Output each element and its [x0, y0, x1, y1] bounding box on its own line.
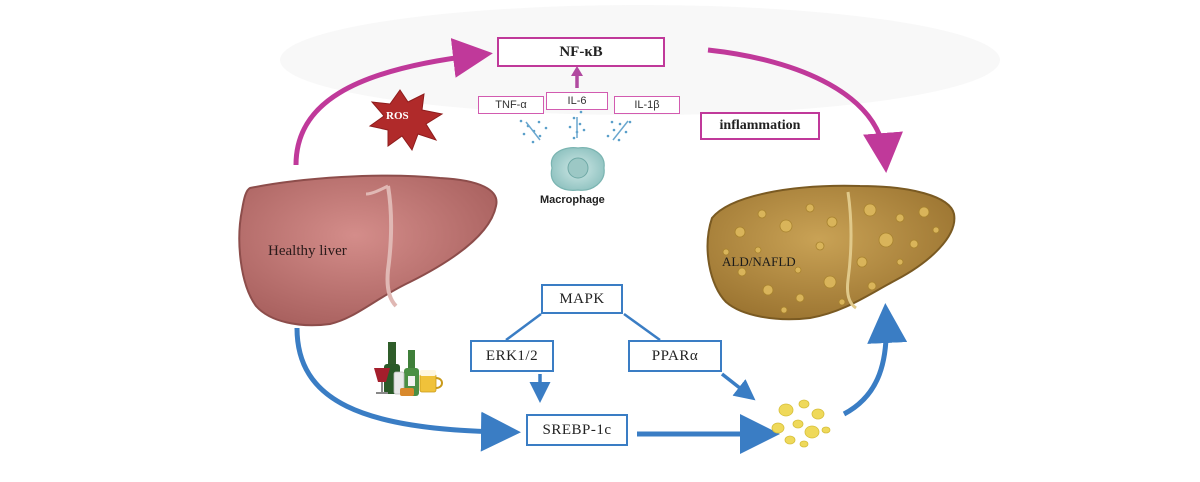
ros-star — [368, 89, 444, 152]
inflammation-box: inflammation — [700, 112, 820, 140]
ppar-alpha-box: PPARα — [628, 340, 722, 372]
srebp-box: SREBP-1c — [526, 414, 628, 446]
il1b-label: IL-1β — [634, 99, 660, 111]
il6-box: IL-6 — [546, 92, 608, 110]
mapk-box: MAPK — [541, 284, 623, 314]
macrophage-label: Macrophage — [540, 194, 605, 206]
arrow-ppar-fat — [720, 372, 756, 401]
fatty-liver-icon — [706, 184, 956, 321]
srebp-label: SREBP-1c — [542, 421, 612, 438]
ros-label: ROS — [386, 110, 409, 122]
il1b-box: IL-1β — [614, 96, 680, 114]
erk-label: ERK1/2 — [485, 347, 539, 364]
mapk-label: MAPK — [559, 290, 605, 307]
alcohol-bottles-icon — [374, 342, 443, 396]
arrow-fat-to-disease — [842, 303, 908, 417]
arrow-nfkb-to-disease — [707, 47, 903, 173]
healthy-liver-label: Healthy liver — [268, 243, 347, 259]
nfkb-box: NF-κB — [497, 37, 665, 67]
fat-droplets-icon — [771, 399, 831, 448]
ppar-alpha-label: PPARα — [651, 347, 699, 364]
healthy-liver-icon — [238, 174, 498, 327]
spray-line-1 — [525, 121, 541, 141]
arrow-liver-to-srebp — [294, 327, 521, 452]
ald-nafld-label: ALD/NAFLD — [722, 254, 796, 269]
arrow-liver-to-nfkb — [293, 38, 493, 166]
tnf-alpha-box: TNF-α — [478, 96, 544, 114]
inflammation-label: inflammation — [719, 118, 801, 133]
nfkb-label: NF-κB — [559, 43, 603, 60]
arrow-cytokines-nfkb-head — [571, 66, 583, 76]
macrophage-icon — [550, 147, 605, 191]
il6-label: IL-6 — [567, 95, 587, 107]
spray-line-3 — [612, 120, 629, 141]
erk-box: ERK1/2 — [470, 340, 554, 372]
line-mapk-erk — [505, 312, 542, 342]
tnf-alpha-label: TNF-α — [495, 99, 527, 111]
line-mapk-ppar — [623, 312, 661, 342]
